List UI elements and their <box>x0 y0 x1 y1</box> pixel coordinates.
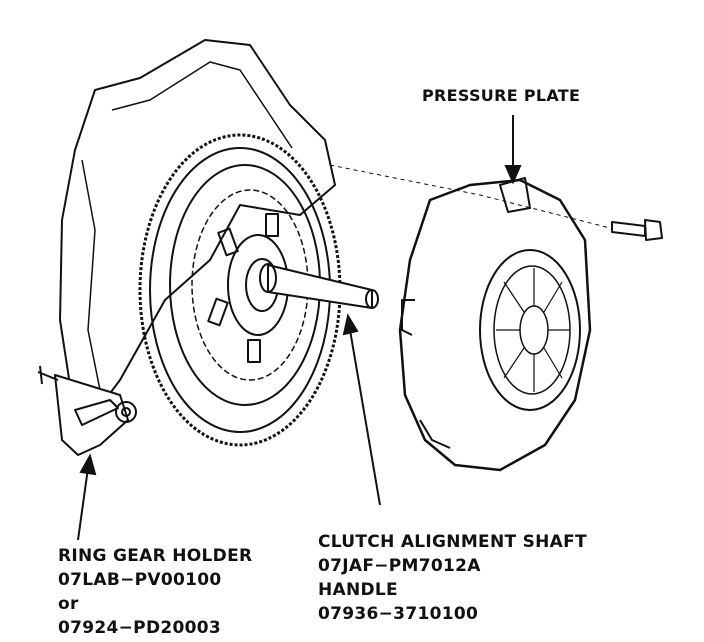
ring-gear-holder-part-2: 07924−PD20003 <box>58 618 222 638</box>
clutch-alignment-shaft-part: 07JAF−PM7012A <box>318 556 481 576</box>
ring-gear-holder-title: RING GEAR HOLDER <box>58 546 253 566</box>
handle-title: HANDLE <box>318 580 398 600</box>
bolt <box>611 219 663 241</box>
ring-gear-holder-or: or <box>58 594 79 614</box>
pressure-plate <box>398 177 592 472</box>
holder-leader <box>77 467 89 541</box>
alignment-shaft <box>259 263 379 309</box>
ring-gear-holder-tool <box>37 365 137 456</box>
ring-gear-holder-part-1: 07LAB−PV00100 <box>58 570 222 590</box>
pressure-plate-label: PRESSURE PLATE <box>422 86 581 105</box>
transmission-housing <box>59 39 336 421</box>
shaft-leader <box>349 329 381 506</box>
clutch-alignment-shaft-title: CLUTCH ALIGNMENT SHAFT <box>318 532 587 552</box>
ring-gear-holder-label: RING GEAR HOLDER 07LAB−PV00100 or 07924−… <box>58 546 252 642</box>
handle-part: 07936−3710100 <box>318 604 479 624</box>
clutch-alignment-shaft-label: CLUTCH ALIGNMENT SHAFT 07JAF−PM7012A HAN… <box>318 532 587 628</box>
